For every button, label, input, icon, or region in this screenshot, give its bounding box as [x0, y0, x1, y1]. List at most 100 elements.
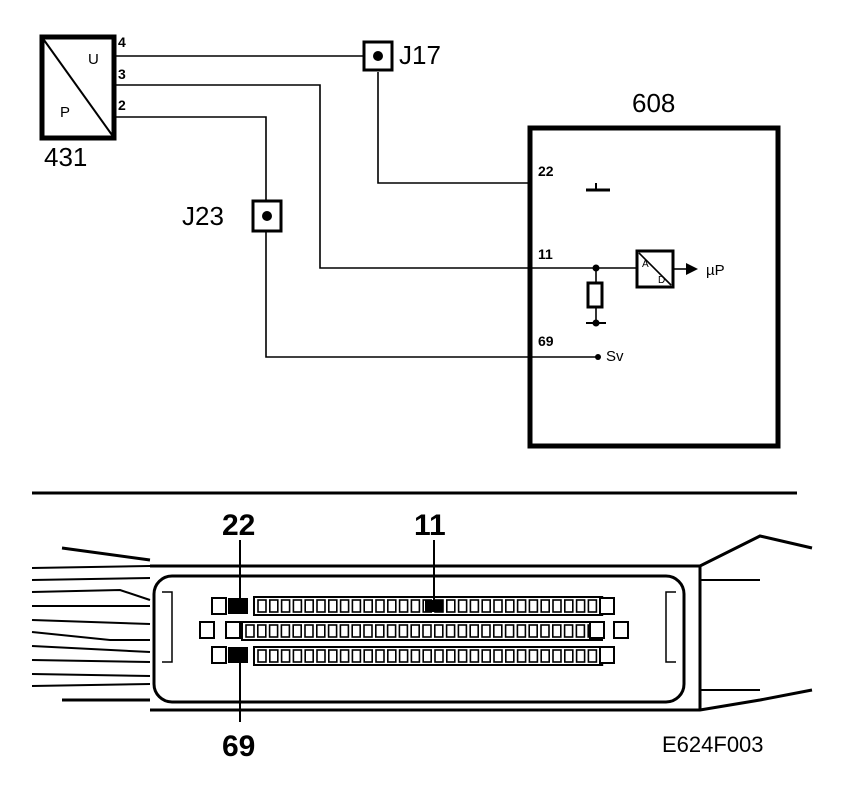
- connector-pin: [433, 624, 444, 638]
- connector-pin: [563, 599, 574, 613]
- connector-pin: [339, 649, 350, 663]
- connector-pin: [268, 624, 279, 638]
- pull-down-resistor: [586, 281, 604, 309]
- pin-69-highlight: [228, 647, 248, 663]
- connector-pin: [481, 649, 492, 663]
- sensor-pin-2: 2: [118, 97, 126, 113]
- connector-pin: [516, 624, 527, 638]
- ecu-608: 608 22 11 69 A D µP Sv: [527, 88, 781, 449]
- connector-illustration: 22 11 69: [31, 509, 813, 763]
- connector-pin: [339, 624, 350, 638]
- junction-j17-label: J17: [399, 40, 441, 70]
- connector-pin: [280, 649, 291, 663]
- figure-code: E624F003: [662, 732, 764, 757]
- wires: [114, 55, 598, 358]
- junction-j23: J23: [182, 199, 283, 233]
- junction-j17-dot: [373, 51, 383, 61]
- junction-j23-label: J23: [182, 201, 224, 231]
- connector-pin: [457, 599, 468, 613]
- connector-pin: [422, 649, 433, 663]
- sensor-id-label: 431: [44, 142, 87, 172]
- connector-pins: [241, 596, 604, 666]
- connector-pin: [493, 599, 503, 613]
- connector-pin: [268, 649, 279, 663]
- connector-pin: [375, 649, 385, 663]
- connector-pin: [469, 599, 480, 613]
- connector-pin: [587, 599, 598, 613]
- connector-pin: [575, 649, 586, 663]
- wire-pin2-to-j23: [114, 116, 267, 201]
- pin-22-highlight: [228, 598, 248, 614]
- connector-pin: [374, 624, 385, 638]
- connector-pin: [386, 624, 397, 638]
- connector-pin: [327, 624, 338, 638]
- sensor-letter-p: P: [60, 104, 70, 121]
- adc-diagonal: [638, 252, 672, 286]
- connector-pin: [445, 599, 456, 613]
- ecu-box: [527, 125, 781, 449]
- sensor-431: U P 431 4 3 2: [39, 34, 126, 172]
- connector-pin: [268, 599, 279, 613]
- connector-pin: [292, 599, 303, 613]
- connector-pin: [528, 599, 539, 613]
- end-blocks: [199, 597, 629, 664]
- connector-pin: [316, 599, 326, 613]
- adc-letter-a: A: [642, 259, 649, 270]
- supply-node: [595, 354, 601, 360]
- connector-label-11: 11: [414, 509, 446, 542]
- wire-pin3-to-11: [114, 84, 596, 269]
- connector-pin: [257, 649, 267, 663]
- connector-pin: [410, 649, 421, 663]
- connector-pin: [457, 624, 468, 638]
- connector-pin: [481, 599, 492, 613]
- wire-harness: [31, 565, 151, 687]
- junction-j23-dot: [262, 211, 272, 221]
- connector-pin: [410, 599, 421, 613]
- connector-pin: [351, 624, 362, 638]
- connector-pin: [304, 624, 314, 638]
- connector-pin: [504, 649, 515, 663]
- connector-pin: [327, 649, 338, 663]
- ecu-pin-69-label: 69: [538, 333, 554, 349]
- connector-pin: [315, 624, 326, 638]
- connector-pin: [575, 624, 586, 638]
- ecu-id-label: 608: [632, 88, 675, 118]
- connector-pin: [445, 649, 456, 663]
- sensor-letter-u: U: [88, 51, 99, 68]
- connector-pin: [292, 624, 303, 638]
- connector-pin: [528, 649, 539, 663]
- connector-pin: [363, 599, 374, 613]
- connector-pin: [587, 649, 598, 663]
- connector-pin: [386, 599, 397, 613]
- connector-pin: [422, 624, 432, 638]
- connector-pin: [339, 599, 350, 613]
- connector-housing-outline: [150, 534, 813, 712]
- connector-pin: [563, 624, 574, 638]
- connector-pin: [552, 599, 562, 613]
- connector-label-69: 69: [222, 730, 255, 763]
- connector-pin: [563, 649, 574, 663]
- connector-pin: [363, 624, 373, 638]
- connector-pin: [304, 649, 315, 663]
- connector-pin: [516, 599, 527, 613]
- connector-pin: [481, 624, 491, 638]
- connector-pin: [493, 649, 503, 663]
- connector-pin: [552, 649, 562, 663]
- connector-pin: [516, 649, 527, 663]
- adc-output-arrow: [686, 263, 698, 275]
- connector-pin: [304, 599, 315, 613]
- connector-pin: [551, 624, 562, 638]
- connector-pin: [351, 649, 362, 663]
- connector-pin: [540, 624, 550, 638]
- connector-pin: [410, 624, 421, 638]
- connector-pin: [457, 649, 468, 663]
- connector-pin: [351, 599, 362, 613]
- connector-pin: [327, 599, 338, 613]
- connector-pin: [292, 649, 303, 663]
- connector-pin: [280, 624, 291, 638]
- connector-pin: [445, 624, 456, 638]
- connector-pin: [504, 624, 515, 638]
- supply-label: Sv: [606, 348, 624, 365]
- ecu-pin-11-label: 11: [538, 246, 553, 262]
